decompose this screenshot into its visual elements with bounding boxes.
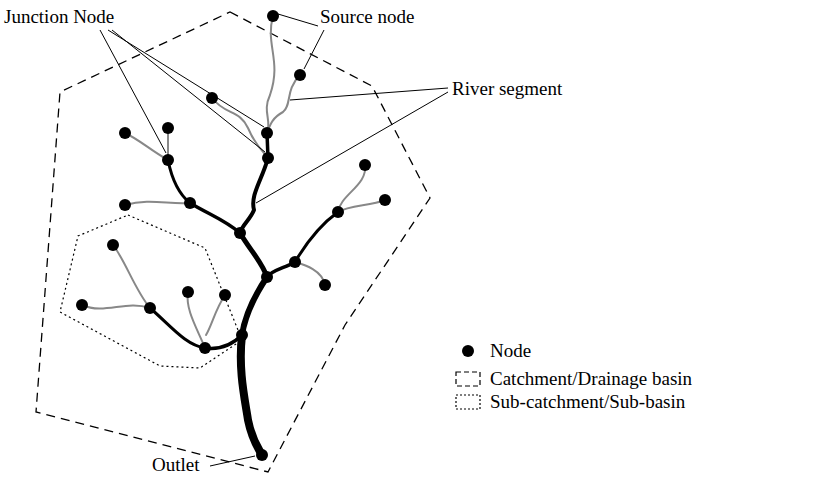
legend-samples (456, 345, 480, 409)
leader-lines (100, 14, 448, 466)
callout-label: Junction Node (4, 6, 114, 28)
river-segments (82, 16, 385, 455)
legend-text: Sub-catchment/Sub-basin (490, 391, 685, 413)
node-dots (76, 10, 391, 461)
sub-catchment-outline (60, 215, 242, 368)
callout-label: River segment (452, 78, 562, 100)
legend-text: Node (490, 340, 531, 362)
catchment-outline (36, 12, 430, 472)
callout-label: Source node (320, 6, 414, 28)
legend-text: Catchment/Drainage basin (490, 368, 692, 390)
callout-label: Outlet (152, 454, 200, 476)
